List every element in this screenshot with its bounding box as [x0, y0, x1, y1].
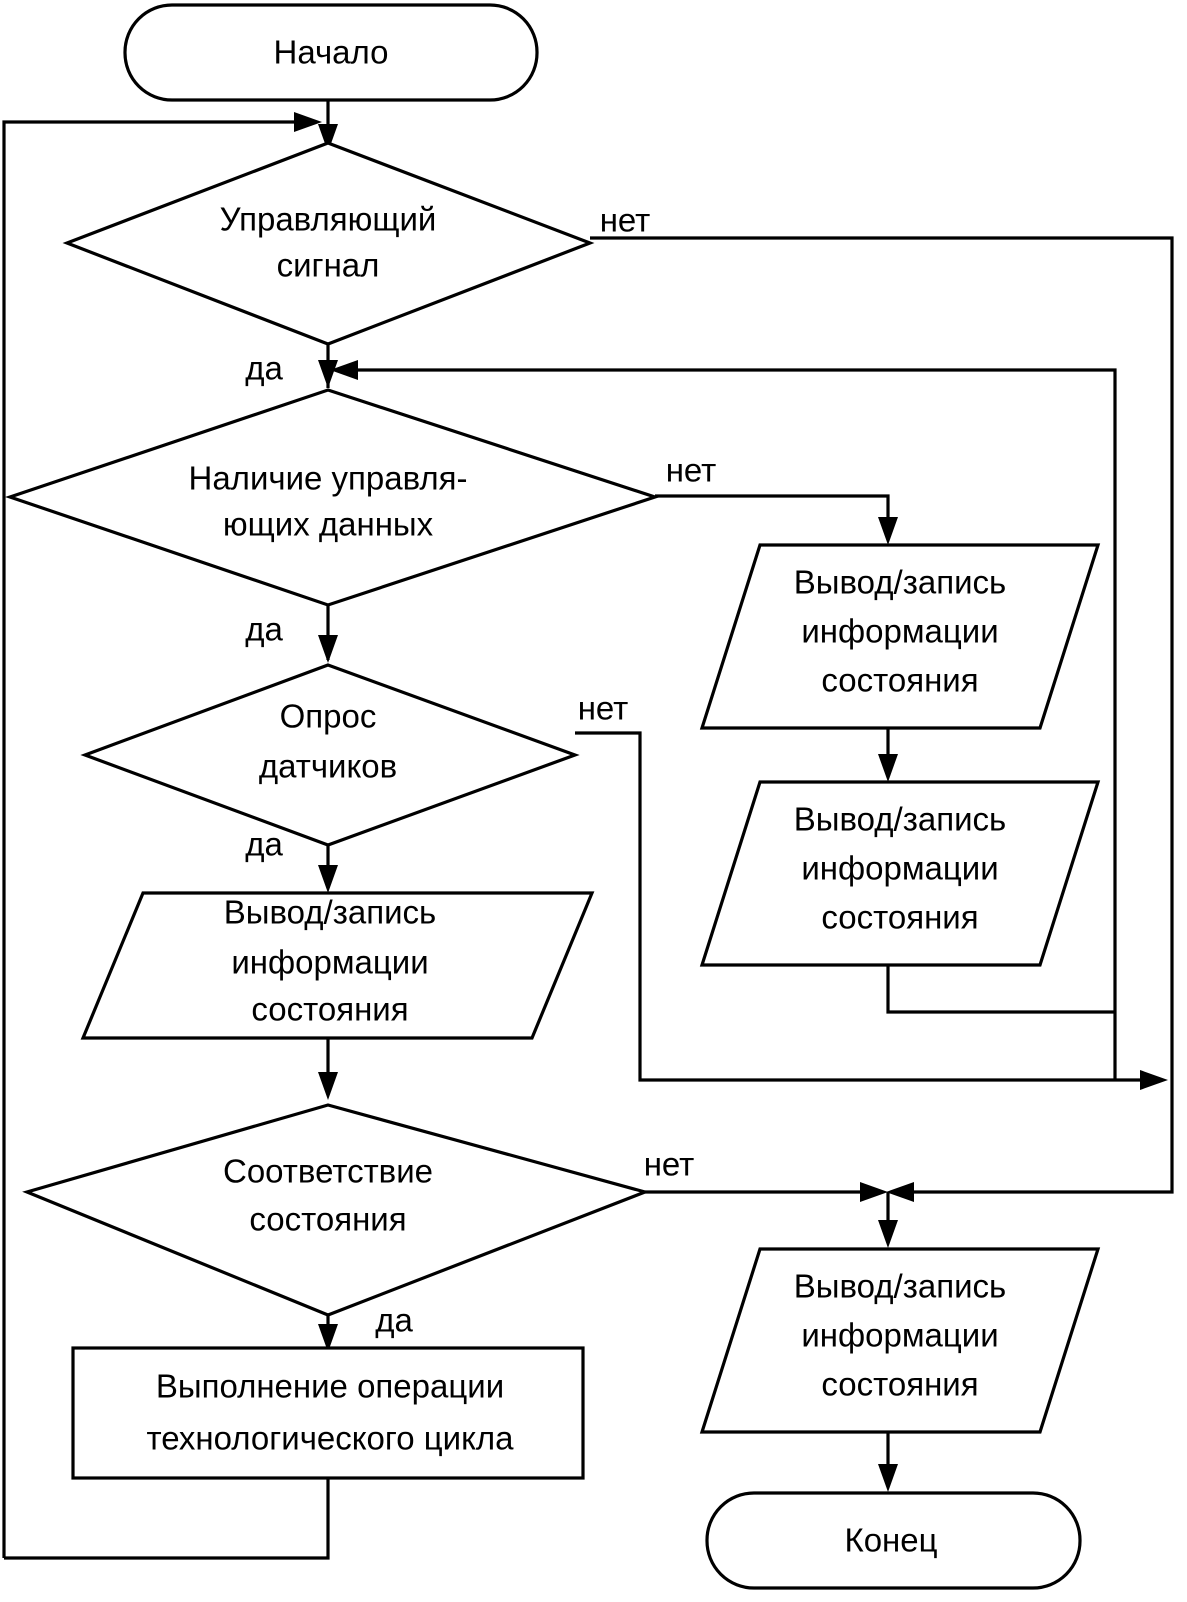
node-io-state-right-mid-line2: информации — [801, 850, 998, 887]
arrowhead-signal-no — [886, 1182, 914, 1202]
arrowhead-start-to-signal — [318, 124, 338, 152]
node-decision-sensor-poll-line1: Опрос — [280, 698, 377, 735]
arrowhead-return-to-data-decision — [330, 360, 358, 380]
node-process-cycle-op-line1: Выполнение операции — [156, 1368, 504, 1405]
node-io-state-right-top-line1: Вывод/запись — [794, 564, 1006, 601]
edge-label-sensor-no: нет — [578, 690, 629, 727]
edge-label-signal-yes: да — [245, 350, 283, 387]
node-decision-state-match[interactable] — [22, 1103, 651, 1317]
edge-label-data-yes: да — [245, 611, 283, 648]
arrowhead-loop-back-left — [294, 112, 322, 132]
arrowhead-match-no — [860, 1182, 888, 1202]
arrowhead-left-io-to-match — [318, 1072, 338, 1100]
node-io-state-right-top-line2: информации — [801, 613, 998, 650]
edge-label-match-yes: да — [375, 1302, 413, 1339]
node-decision-sensor-poll-line2: датчиков — [259, 748, 397, 785]
node-io-state-right-bottom-line1: Вывод/запись — [794, 1268, 1006, 1305]
node-io-state-right-top-line3: состояния — [821, 662, 978, 699]
node-decision-control-data[interactable] — [5, 388, 661, 607]
arrowhead-signal-yes — [318, 360, 338, 388]
edge-return-to-data-decision — [350, 368, 1117, 1080]
arrowhead-junction-to-bottom-io — [878, 1220, 898, 1248]
node-decision-state-match-line1: Соответствие — [223, 1153, 433, 1190]
node-process-cycle-op[interactable] — [71, 1346, 585, 1480]
node-io-state-right-mid-line3: состояния — [821, 899, 978, 936]
node-io-state-left-line2: информации — [231, 944, 428, 981]
node-decision-control-signal[interactable] — [62, 141, 595, 346]
node-end-label: Конец — [844, 1522, 937, 1559]
arrowhead-sensor-yes — [318, 865, 338, 893]
arrowhead-match-yes — [318, 1324, 338, 1352]
node-decision-state-match-line2: состояния — [249, 1201, 406, 1238]
arrowhead-data-no — [878, 517, 898, 545]
node-decision-control-data-line2: ющих данных — [223, 506, 434, 543]
arrowhead-sensor-no — [1140, 1070, 1168, 1090]
edge-right-io2-to-rail — [886, 965, 1115, 1014]
node-io-state-right-bottom-line2: информации — [801, 1317, 998, 1354]
edge-signal-no — [590, 236, 1174, 1194]
node-io-state-right-mid[interactable] — [699, 780, 1101, 967]
node-start-label: Начало — [274, 34, 389, 71]
node-decision-control-signal-line2: сигнал — [277, 247, 380, 284]
edge-label-signal-no: нет — [600, 202, 651, 239]
node-decision-control-signal-line1: Управляющий — [220, 201, 437, 238]
node-start-terminator[interactable] — [123, 3, 539, 102]
node-io-state-right-bottom-line3: состояния — [821, 1366, 978, 1403]
node-io-state-left-line1: Вывод/запись — [224, 894, 436, 931]
edge-process-to-loop — [4, 1478, 330, 1560]
node-process-cycle-op-line2: технологического цикла — [147, 1420, 515, 1457]
edge-label-match-no: нет — [644, 1146, 695, 1183]
node-decision-sensor-poll[interactable] — [80, 663, 580, 847]
node-decision-control-data-line1: Наличие управля- — [189, 460, 468, 497]
arrowhead-right-io1-to-io2 — [878, 754, 898, 782]
arrowhead-bottom-io-to-end — [878, 1464, 898, 1492]
node-io-state-left[interactable] — [80, 891, 595, 1040]
node-io-state-right-top[interactable] — [699, 543, 1101, 730]
edge-data-no — [655, 494, 890, 530]
edge-loop-back-left — [2, 120, 300, 1558]
edge-label-sensor-yes: да — [245, 826, 283, 863]
edge-sensor-no — [575, 731, 1146, 1082]
node-io-state-right-bottom[interactable] — [699, 1247, 1101, 1434]
node-io-state-left-line3: состояния — [251, 991, 408, 1028]
arrowhead-data-yes — [318, 635, 338, 663]
node-io-state-right-mid-line1: Вывод/запись — [794, 801, 1006, 838]
edge-label-data-no: нет — [666, 452, 717, 489]
node-end-terminator[interactable] — [705, 1491, 1082, 1590]
